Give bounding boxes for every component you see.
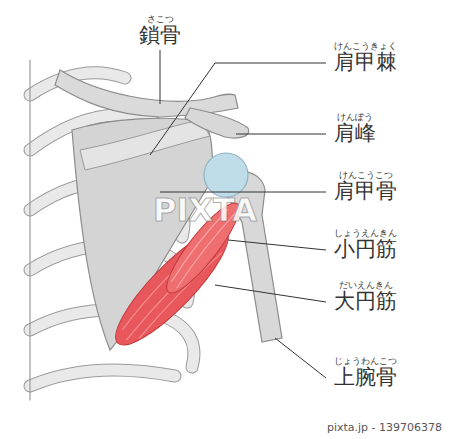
label-text: PIXTA <box>153 191 257 229</box>
part-label: 大円筋 <box>334 289 397 313</box>
furigana-reading: けんこうこつ <box>339 170 393 180</box>
label-text: 大円筋 <box>334 289 397 313</box>
label-text: けんぽう <box>337 112 373 122</box>
part-label: 肩甲棘 <box>334 50 397 74</box>
furigana-reading: しょうえんきん <box>334 228 397 238</box>
watermark: PIXTA <box>153 192 257 229</box>
part-label: 鎖骨 <box>139 23 181 47</box>
humeral-head <box>204 153 248 197</box>
label-text: 小円筋 <box>334 237 397 261</box>
label-text: じょうわんこつ <box>334 356 397 366</box>
label-text: 肩甲棘 <box>334 50 397 74</box>
part-label: 小円筋 <box>334 237 397 261</box>
acromion <box>185 108 249 138</box>
part-label: 肩峰 <box>334 121 376 145</box>
label-text: けんこうこつ <box>339 170 393 180</box>
label-text: 肩峰 <box>334 121 376 145</box>
label-text: さこつ <box>147 14 174 24</box>
label-text: 上腕骨 <box>334 365 397 389</box>
scapular-spine <box>80 120 210 170</box>
furigana-reading: じょうわんこつ <box>334 356 397 366</box>
furigana-reading: けんぽう <box>337 112 373 122</box>
furigana-reading: だいえんきん <box>339 280 393 290</box>
label-text: pixta.jp - 139706378 <box>327 421 442 434</box>
label-text: けんこうきょく <box>334 41 397 51</box>
clavicle <box>55 70 238 117</box>
label-text: だいえんきん <box>339 280 393 290</box>
label-text: 鎖骨 <box>139 23 181 47</box>
part-label: 上腕骨 <box>334 365 397 389</box>
leader-lines <box>150 50 326 378</box>
label-text: しょうえんきん <box>334 228 397 238</box>
furigana-reading: さこつ <box>147 14 174 24</box>
label-text: 肩甲骨 <box>334 179 397 203</box>
furigana-reading: けんこうきょく <box>334 41 397 51</box>
part-label: 肩甲骨 <box>334 179 397 203</box>
stock-id-footer: pixta.jp - 139706378 <box>327 422 442 435</box>
